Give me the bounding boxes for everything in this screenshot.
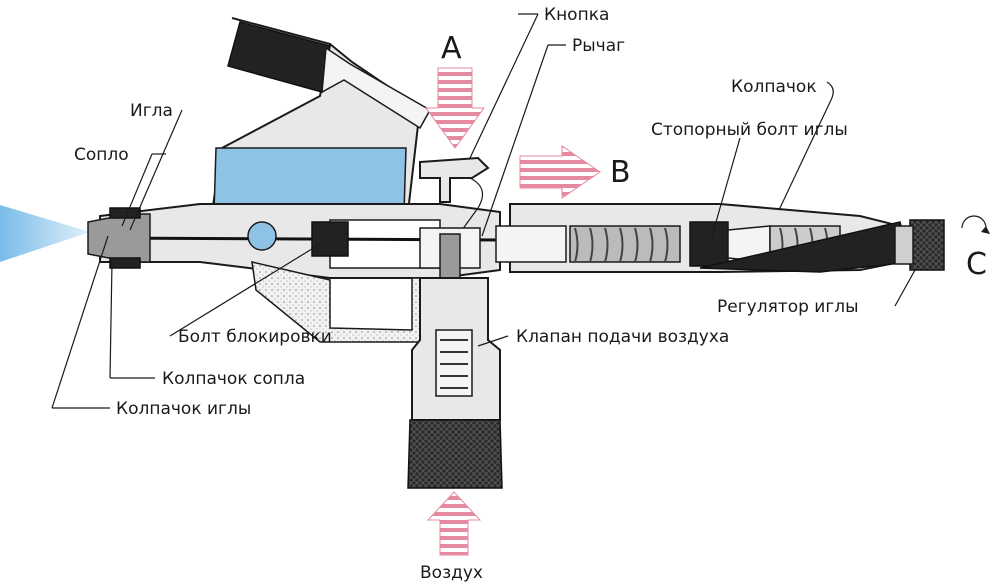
letter-c: C xyxy=(966,247,987,282)
label-regulyator: Регулятор иглы xyxy=(717,297,859,317)
air-valve xyxy=(407,277,503,489)
letter-a: A xyxy=(441,31,462,66)
label-bolt-blokirovki: Болт блокировки xyxy=(178,327,332,347)
label-kolpachok-igly: Колпачок иглы xyxy=(116,399,251,419)
letter-b: B xyxy=(610,155,631,190)
spray-cone xyxy=(0,205,90,262)
label-soplo: Сопло xyxy=(74,145,129,165)
label-knopka: Кнопка xyxy=(544,5,609,25)
label-igla: Игла xyxy=(130,101,173,121)
label-rychag: Рычаг xyxy=(572,36,625,56)
paint-cup xyxy=(210,17,432,213)
label-kolpachok: Колпачок xyxy=(731,77,817,97)
arrow-c-rotation xyxy=(961,215,990,234)
label-stopornyi-bolt: Стопорный болт иглы xyxy=(651,120,848,140)
arrow-air xyxy=(426,491,482,556)
leader-lines xyxy=(51,13,916,409)
label-vozdukh: Воздух xyxy=(420,563,483,583)
label-klapan: Клапан подачи воздуха xyxy=(516,327,729,347)
arrow-b xyxy=(519,145,601,199)
rear-handle xyxy=(495,203,945,273)
paint-liquid xyxy=(213,147,407,213)
label-kolpachok-sopla: Колпачок сопла xyxy=(162,369,305,389)
arrow-a xyxy=(425,67,485,149)
